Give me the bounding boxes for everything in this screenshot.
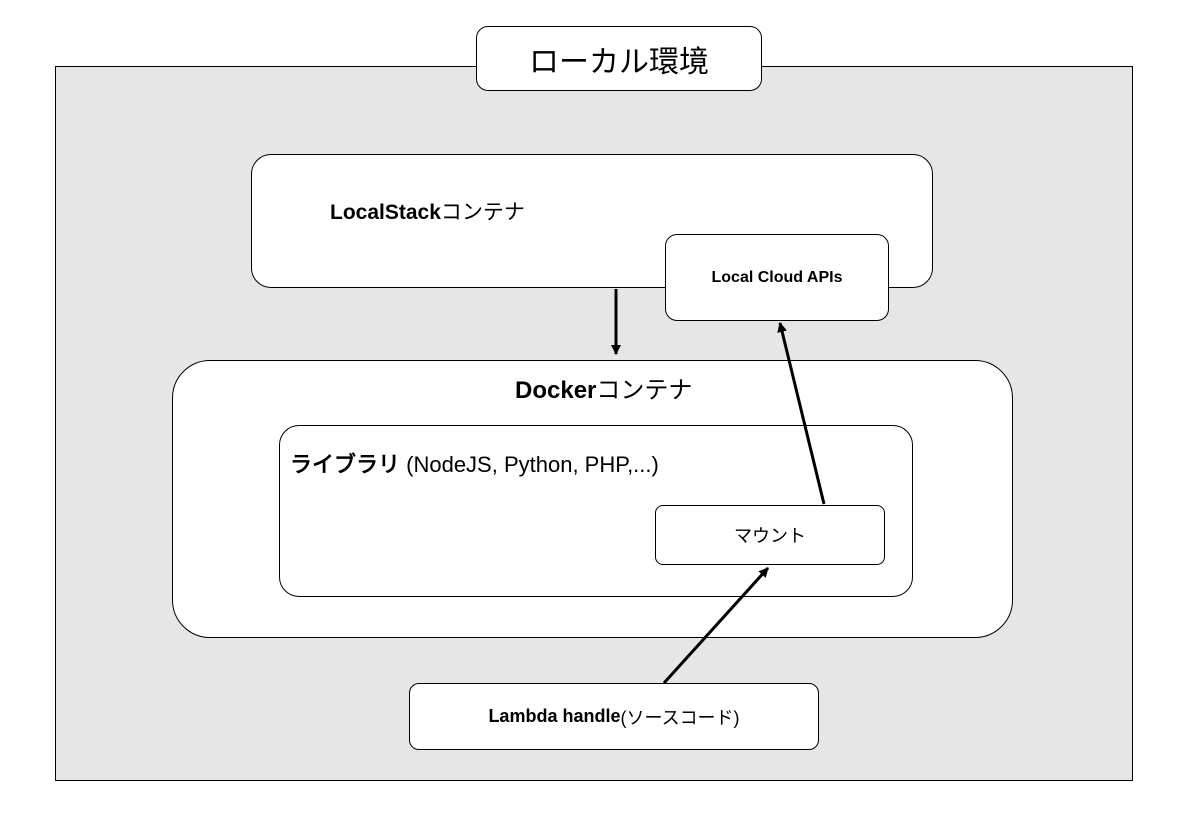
library-name: ライブラリ [290,452,401,477]
localstack-container-label: LocalStackコンテナ [330,196,525,226]
arrow-lambda-to-mount [662,566,770,685]
mount-box: マウント [655,505,885,565]
environment-title: ローカル環境 [476,26,762,91]
localstack-suffix: コンテナ [440,201,525,224]
lambda-name: Lambda handle [488,706,621,726]
localstack-name: LocalStack [330,201,441,224]
docker-name: Docker [515,377,597,404]
library-suffix: (NodeJS, Python, PHP,...) [400,452,659,477]
lambda-handle-box: Lambda handle (ソースコード) [409,683,819,750]
lambda-suffix: (ソースコード) [620,707,740,728]
docker-suffix: コンテナ [596,377,693,404]
arrow-mount-to-cloud-apis [777,322,826,505]
docker-container-label: Dockerコンテナ [515,370,692,405]
local-cloud-apis-box: Local Cloud APIs [665,234,889,321]
library-label: ライブラリ (NodeJS, Python, PHP,...) [290,447,659,479]
